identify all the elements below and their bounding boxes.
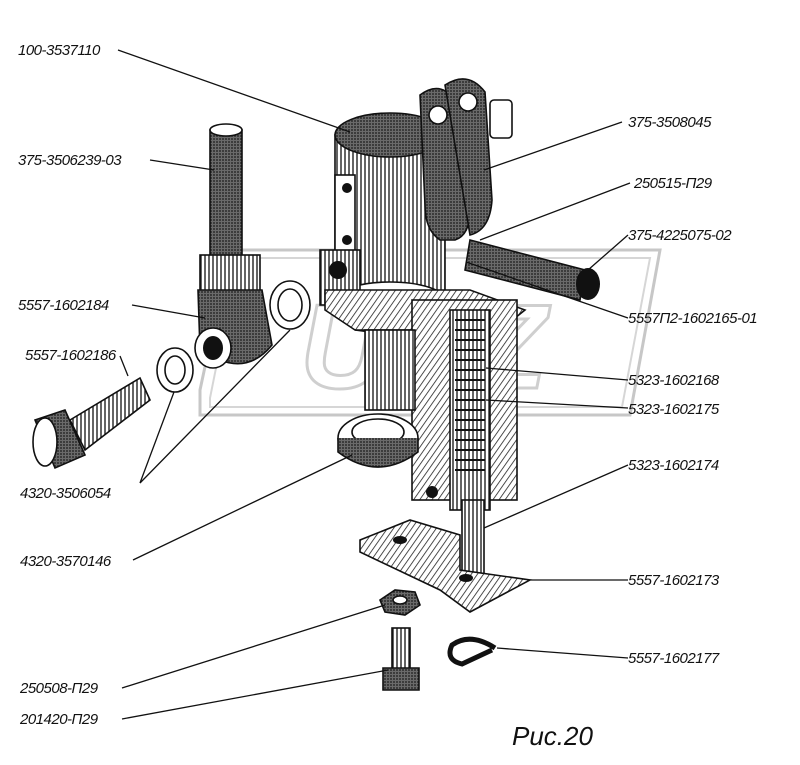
bolt-201420-P29: [382, 627, 420, 691]
callout-label: 5323-1602175: [628, 401, 720, 418]
callout-label: 375-3506239-03: [18, 152, 122, 169]
callout-label: 5557-1602184: [18, 297, 109, 314]
callout-label: 250515-П29: [633, 175, 713, 192]
lower-threaded-stem: [364, 329, 416, 411]
callout-label: 4320-3570146: [20, 553, 112, 570]
callout-label: 5557-1602173: [628, 572, 720, 589]
leader-5557-1602184: [131, 304, 206, 319]
nut-250508-P29: [379, 589, 421, 616]
leader-5323-1602174: [483, 464, 629, 529]
washer-upper-4320-3506054: [269, 280, 311, 330]
clip-5557-1602177: [447, 636, 497, 667]
washer-lower-4320-3506054: [156, 347, 194, 393]
callout-label: 250508-П29: [19, 680, 99, 697]
leader-375-4225075-02: [587, 234, 629, 271]
leader-5557-1602177: [496, 647, 629, 659]
leader-5557-1602186: [119, 355, 129, 377]
leader-5323-1602175: [485, 399, 629, 409]
leader-4320-3506054-b: [139, 329, 291, 484]
callout-label: 100-3537110: [18, 42, 101, 59]
callout-label: 4320-3506054: [20, 485, 111, 502]
pipe-375-3506239-03: [209, 123, 243, 261]
callout-label: 375-4225075-02: [628, 227, 732, 244]
leader-250508-P29: [121, 604, 386, 689]
callout-label: 201420-П29: [19, 711, 99, 728]
leader-375-3508045: [483, 121, 623, 171]
leader-5323-1602168: [485, 367, 629, 381]
ring-4320-3570146: [337, 413, 419, 468]
callout-label: 5557-1602186: [25, 347, 117, 364]
callout-label: 5557-1602177: [628, 650, 720, 667]
leader-4320-3570146: [132, 454, 353, 561]
spring-assembly: [455, 319, 485, 471]
figure-caption: Рис.20: [512, 721, 593, 751]
push-rod-375-4225075-02: [464, 239, 600, 301]
clevis-375-3508045: [419, 78, 513, 241]
leader-250515-P29: [479, 182, 631, 241]
callout-label: 375-3508045: [628, 114, 712, 131]
leader-lines: [117, 49, 631, 720]
callout-label: 5557П2-1602165-01: [628, 310, 757, 327]
banjo-bolt-5557-1602186: [32, 376, 151, 470]
leader-100-3537110: [117, 49, 351, 133]
leader-4320-3506054-a: [139, 391, 175, 484]
callout-label: 5323-1602174: [628, 457, 719, 474]
elbow-5557-1602184: [194, 254, 273, 369]
callout-labels: 100-3537110 375-3506239-03 5557-1602184 …: [18, 42, 758, 728]
leader-201420-P29: [121, 669, 389, 720]
leader-5557P2-1602165-01: [465, 261, 629, 319]
leader-375-3506239-03: [149, 159, 215, 171]
callout-label: 5323-1602168: [628, 372, 720, 389]
